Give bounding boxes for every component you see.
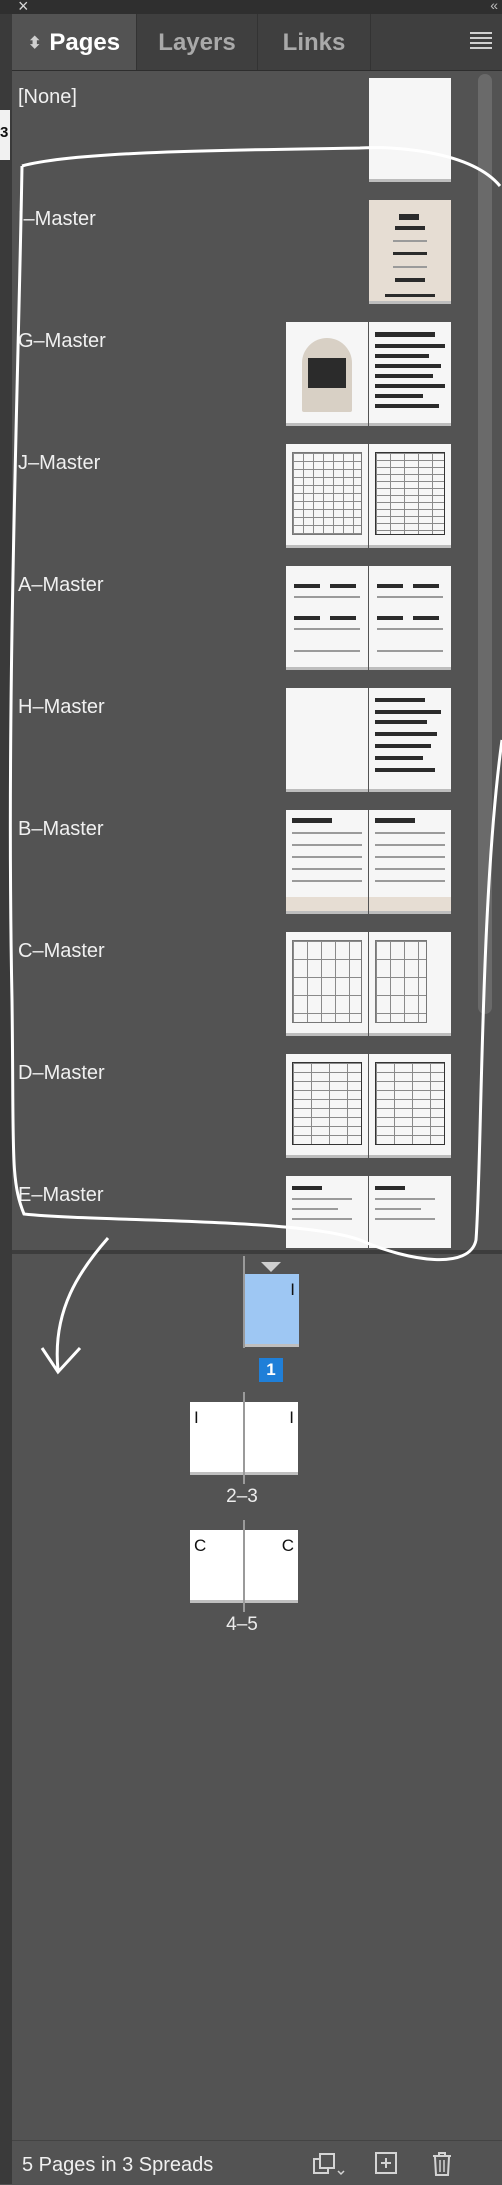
master-item-h[interactable]: H–Master [12,682,470,792]
spread-spine [243,1256,245,1348]
master-thumbnail[interactable] [286,566,368,670]
master-item-none[interactable]: [None] [12,72,470,182]
up-down-arrows-icon: ⬍ [27,35,42,52]
master-thumbnail[interactable] [369,78,451,182]
master-label: A–Master [18,574,104,596]
tab-layers-label: Layers [158,29,236,56]
master-item-i[interactable]: I–Master [12,194,470,304]
scrollbar-thumb[interactable] [478,74,492,1014]
document-edge: 3 [0,14,12,2184]
master-thumbnail[interactable] [369,810,451,914]
master-thumbnail[interactable] [369,322,451,426]
spread-spine [243,1520,245,1612]
master-thumbnail[interactable] [369,1054,451,1158]
master-label: B–Master [18,818,104,840]
page-count-status: 5 Pages in 3 Spreads [22,2154,214,2176]
master-thumbnail[interactable] [369,1176,451,1248]
page-thumbnail-1[interactable]: I [245,1274,299,1347]
master-item-a[interactable]: A–Master [12,560,470,670]
spread-label-1[interactable]: 1 [259,1358,283,1382]
document-edge-text: 3 [0,124,9,141]
tab-pages[interactable]: ⬍ Pages [12,14,137,70]
page-thumbnail-5[interactable]: C [245,1530,298,1603]
page-master-letter: I [194,1408,199,1427]
master-thumbnail[interactable] [369,566,451,670]
master-thumbnail[interactable] [286,932,368,1036]
new-page-icon[interactable] [374,2151,398,2180]
page-master-letter: C [281,1536,294,1555]
master-item-e[interactable]: E–Master [12,1170,470,1248]
master-thumbnail[interactable] [369,688,451,792]
spread-label-4-5[interactable]: 4–5 [226,1614,258,1635]
master-item-g[interactable]: G–Master [12,316,470,426]
master-item-d[interactable]: D–Master [12,1048,470,1158]
spread-label-2-3[interactable]: 2–3 [226,1486,258,1507]
document-pages: I 1 I I 2–3 C C 4–5 [12,1256,502,2134]
page-master-letter: I [290,1280,295,1299]
master-pages-list: [None] I–Master G–Master [12,72,470,1248]
page-thumbnail-2[interactable]: I [190,1402,243,1475]
panel-menu-icon[interactable] [470,32,492,50]
tab-links[interactable]: Links [258,14,371,70]
master-thumbnail[interactable] [286,322,368,426]
tab-links-label: Links [282,29,346,56]
master-thumbnail[interactable] [286,688,368,792]
page-master-letter: I [289,1408,294,1427]
master-label: C–Master [18,940,105,962]
section-divider[interactable] [12,1250,502,1254]
master-label: H–Master [18,696,105,718]
current-spread-indicator-icon [261,1262,281,1272]
delete-page-icon[interactable] [430,2151,454,2182]
page-master-letter: C [194,1536,207,1555]
master-label: D–Master [18,1062,105,1084]
tab-layers[interactable]: Layers [137,14,258,70]
document-page-edge [0,110,10,160]
spread-spine [243,1392,245,1484]
panel-title-bar: × « [0,0,502,16]
master-label: I–Master [18,208,96,230]
master-thumbnail[interactable] [286,1176,368,1248]
edit-page-size-icon[interactable] [312,2151,346,2182]
status-bar: 5 Pages in 3 Spreads [12,2140,502,2185]
master-item-b[interactable]: B–Master [12,804,470,914]
master-thumbnail[interactable] [286,1054,368,1158]
master-thumbnail[interactable] [369,932,451,1036]
master-item-c[interactable]: C–Master [12,926,470,1036]
panel-tabs: ⬍ Pages Layers Links [12,14,502,71]
master-thumbnail[interactable] [369,200,451,304]
page-thumbnail-3[interactable]: I [245,1402,298,1475]
master-label: G–Master [18,330,106,352]
master-thumbnail[interactable] [286,810,368,914]
master-label: E–Master [18,1184,104,1206]
collapse-panel-icon[interactable]: « [490,0,498,13]
master-item-j[interactable]: J–Master [12,438,470,548]
master-label: J–Master [18,452,101,474]
master-thumbnail[interactable] [286,444,368,548]
master-label: [None] [18,86,77,108]
tab-pages-label: Pages [49,29,121,56]
master-thumbnail[interactable] [369,444,451,548]
masters-scrollbar[interactable] [476,74,494,1248]
close-icon[interactable]: × [18,0,29,16]
page-thumbnail-4[interactable]: C [190,1530,243,1603]
